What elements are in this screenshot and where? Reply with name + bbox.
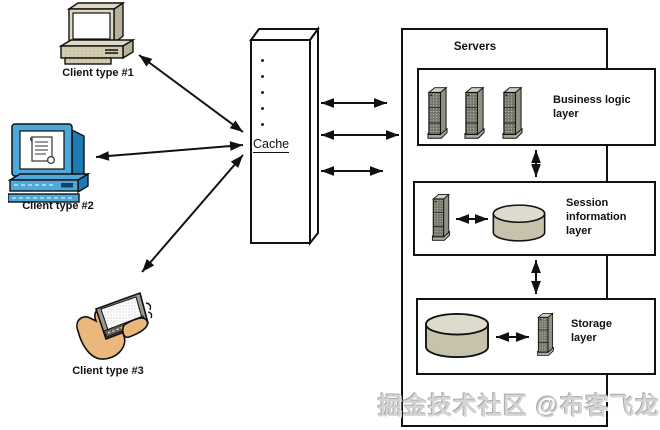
business-logic-layer-label: Business logic layer <box>553 94 631 120</box>
terminal-workstation-icon <box>8 123 91 203</box>
session-information-layer-label: Session information layer <box>566 197 627 237</box>
server-tower-icon <box>537 312 554 356</box>
cache-box <box>249 25 320 246</box>
storage-layer-box <box>416 298 656 375</box>
server-tower-icon <box>431 193 451 241</box>
arrow-client2-cache <box>95 141 244 161</box>
arrow-client1-cache <box>138 54 244 133</box>
arrow-client3-cache <box>141 154 244 273</box>
client2-label: Client type #2 <box>22 200 94 212</box>
client1-label: Client type #1 <box>62 67 134 79</box>
handheld-pda-icon <box>76 291 153 360</box>
business-logic-layer-box <box>417 68 656 146</box>
database-cylinder-icon <box>425 312 489 359</box>
server-tower-icon <box>427 86 448 139</box>
desktop-computer-icon <box>58 2 136 65</box>
cache-label: Cache <box>253 137 290 153</box>
client3-label: Client type #3 <box>72 365 144 377</box>
vertical-ellipsis-dots <box>261 59 264 126</box>
servers-title: Servers <box>453 41 497 53</box>
watermark-text: 掘金技术社区 @布客飞龙 <box>378 393 660 420</box>
database-cylinder-icon <box>492 204 546 242</box>
storage-layer-label: Storage layer <box>571 318 612 344</box>
server-tower-icon <box>464 86 485 139</box>
server-tower-icon <box>502 86 523 139</box>
